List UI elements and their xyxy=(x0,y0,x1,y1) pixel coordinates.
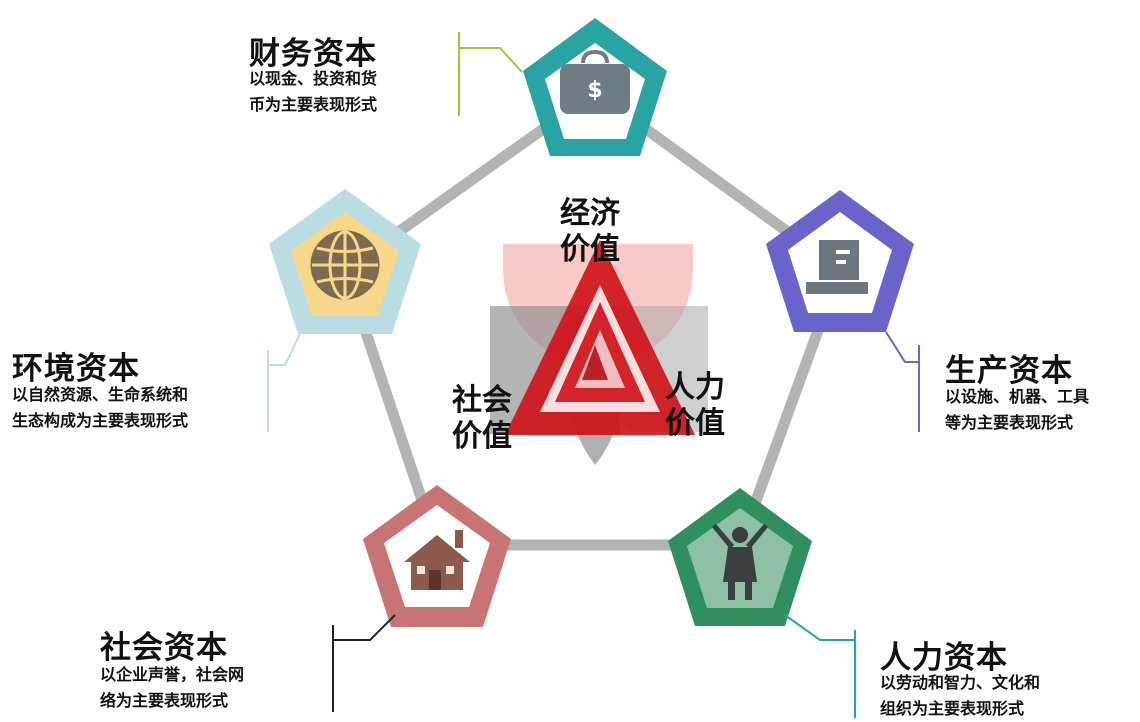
briefcase-dollar-icon: $ xyxy=(560,49,630,114)
person-icon xyxy=(712,524,768,600)
node-human xyxy=(668,488,812,626)
social-desc-line-2: 络为主要表现形式 xyxy=(100,691,229,710)
human-line-1: 人力 xyxy=(665,370,725,405)
human-title: 人力资本 xyxy=(880,640,1008,676)
callout-environment xyxy=(267,333,301,432)
economic-line-1: 经济 xyxy=(560,196,620,231)
callout-social xyxy=(332,614,396,712)
production-title: 生产资本 xyxy=(945,353,1073,389)
machine-icon xyxy=(806,240,868,294)
financial-desc: 以现金、投资和货 币为主要表现形式 xyxy=(249,66,377,118)
production-desc: 以设施、机器、工具 等为主要表现形式 xyxy=(945,384,1089,436)
social-title: 社会资本 xyxy=(100,630,228,666)
social-line-1: 社会 xyxy=(452,383,512,418)
center-label-social: 社会 价值 xyxy=(452,383,512,455)
center-label-human: 人力 价值 xyxy=(665,370,725,442)
environment-desc-line-2: 生态构成为主要表现形式 xyxy=(12,411,189,430)
human-desc-line-1: 以劳动和智力、文化和 xyxy=(880,673,1041,692)
social-desc-line-1: 以企业声誉，社会网 xyxy=(100,665,245,684)
house-icon xyxy=(404,530,470,590)
callout-production xyxy=(885,331,920,432)
svg-text:$: $ xyxy=(587,78,602,103)
production-desc-line-2: 等为主要表现形式 xyxy=(945,413,1074,432)
center-label-economic: 经济 价值 xyxy=(560,196,620,268)
production-desc-line-1: 以设施、机器、工具 xyxy=(945,387,1090,406)
human-line-2: 价值 xyxy=(665,406,725,441)
globe-icon xyxy=(310,230,380,300)
environment-desc: 以自然资源、生命系统和 生态构成为主要表现形式 xyxy=(12,382,188,434)
social-line-2: 价值 xyxy=(452,419,512,454)
human-desc: 以劳动和智力、文化和 组织为主要表现形式 xyxy=(880,670,1040,722)
environment-desc-line-1: 以自然资源、生命系统和 xyxy=(12,385,189,404)
social-desc: 以企业声誉，社会网 络为主要表现形式 xyxy=(100,662,244,714)
triangle-core xyxy=(582,345,608,380)
node-environment xyxy=(269,189,421,334)
economic-line-2: 价值 xyxy=(560,232,620,267)
environment-title: 环境资本 xyxy=(12,351,140,387)
financial-desc-line-1: 以现金、投资和货 xyxy=(249,69,378,88)
center-graphic xyxy=(490,240,708,465)
callout-financial-line xyxy=(458,32,523,116)
human-desc-line-2: 组织为主要表现形式 xyxy=(880,699,1025,718)
node-social xyxy=(363,485,511,627)
financial-desc-line-2: 币为主要表现形式 xyxy=(249,95,378,114)
financial-title: 财务资本 xyxy=(249,36,377,72)
node-financial: $ xyxy=(523,18,667,156)
callout-human xyxy=(784,614,856,718)
node-production xyxy=(766,190,914,332)
